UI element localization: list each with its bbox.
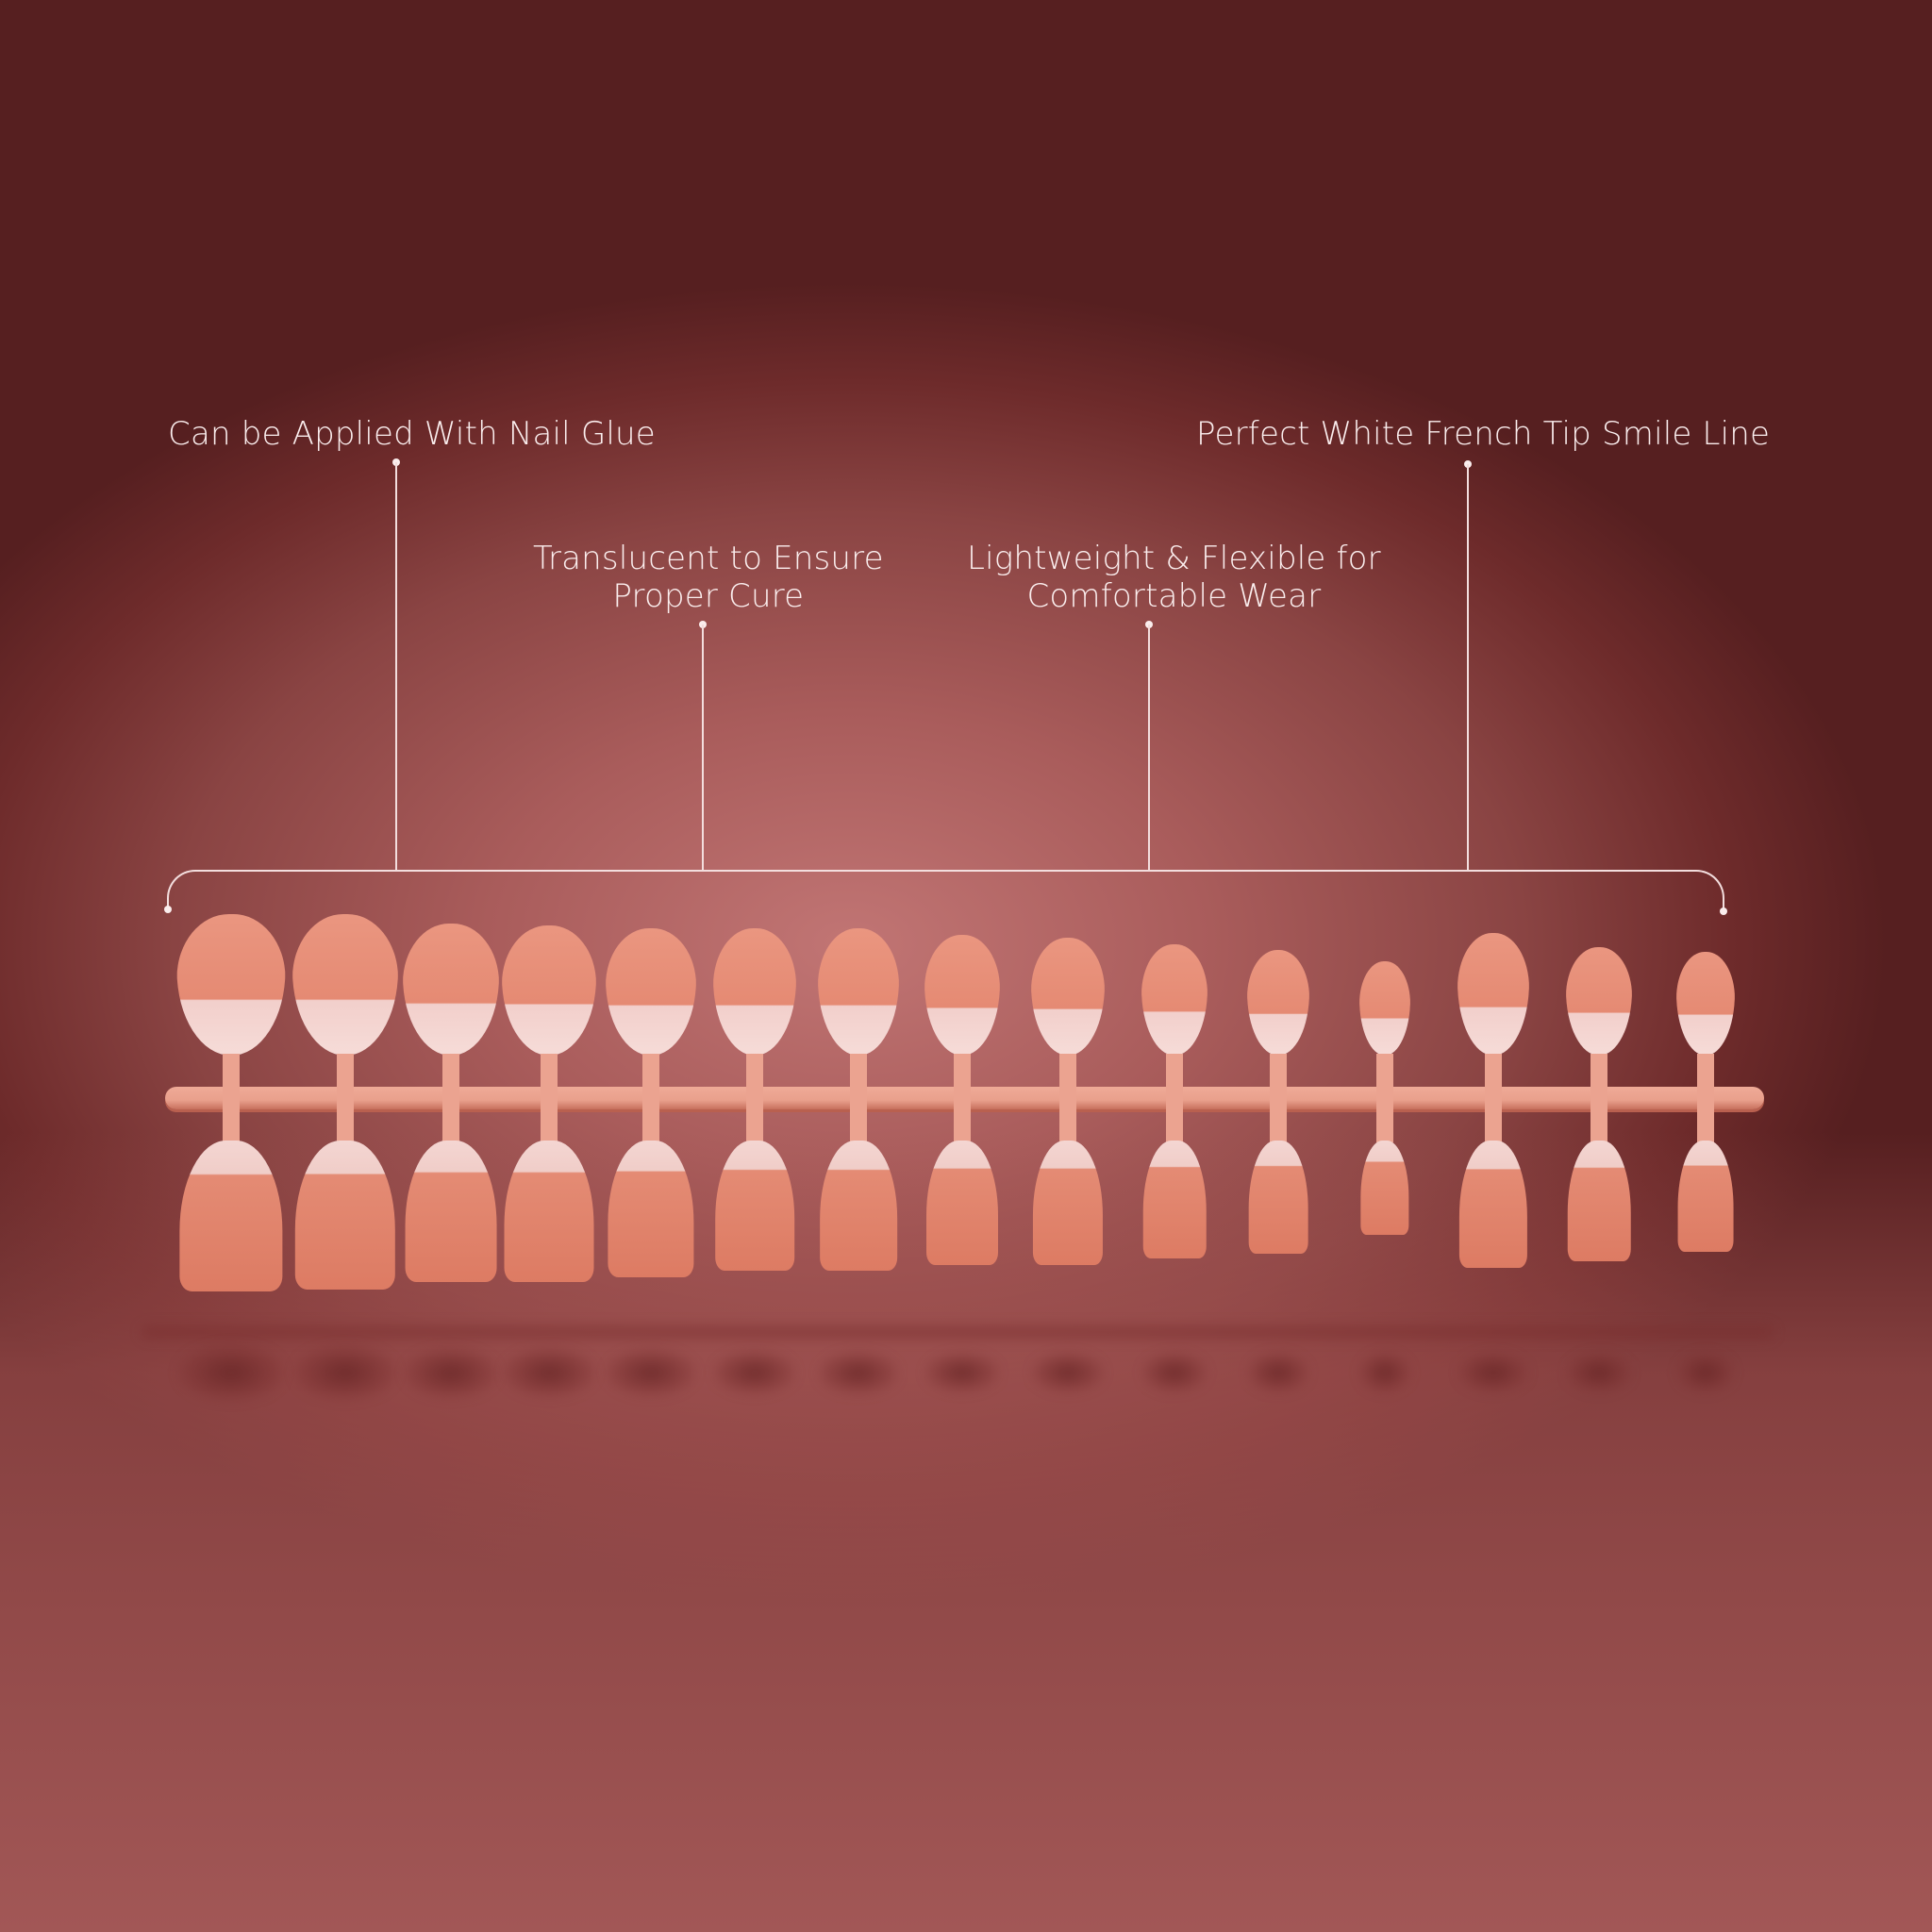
callout-lightweight-line-1: Lightweight & Flexible for (967, 540, 1381, 577)
nail-bottom-3 (405, 1141, 497, 1282)
nail-top-5 (606, 928, 696, 1056)
nail-stalk-1 (223, 1054, 240, 1142)
nail-top-2 (292, 914, 398, 1056)
nail-shadow-12 (1360, 1354, 1409, 1391)
nail-shadow-2 (294, 1346, 396, 1399)
nail-stalk-6 (746, 1054, 763, 1142)
nail-stalk-7 (850, 1054, 867, 1142)
callout-translucent-line-1: Translucent to Ensure (533, 540, 884, 577)
nail-bottom-7 (820, 1141, 897, 1271)
nail-top-1 (176, 914, 286, 1056)
nail-top-3 (403, 924, 499, 1056)
nail-bottom-15 (1677, 1141, 1734, 1252)
callout-translucent-stem (702, 625, 704, 871)
nail-top-4 (502, 925, 596, 1056)
nail-shadow-13 (1458, 1354, 1528, 1391)
callout-lightweight-line-2: Comfortable Wear (1026, 577, 1322, 615)
nail-shadow-6 (715, 1352, 794, 1393)
nail-shadow-7 (820, 1352, 897, 1393)
callout-glue-stem (395, 462, 397, 871)
nail-bottom-11 (1248, 1141, 1308, 1254)
nail-top-8 (924, 935, 1000, 1056)
callout-lightweight-label: Lightweight & Flexible for Comfortable W… (967, 540, 1381, 615)
nail-top-13 (1457, 933, 1529, 1056)
nail-shadow-15 (1677, 1354, 1734, 1391)
nail-bottom-9 (1032, 1141, 1104, 1265)
nail-top-14 (1566, 947, 1632, 1056)
nail-stalk-10 (1166, 1054, 1183, 1142)
nail-stalk-11 (1270, 1054, 1287, 1142)
nail-stalk-5 (642, 1054, 659, 1142)
nail-stalk-9 (1059, 1054, 1076, 1142)
nail-stalk-8 (954, 1054, 971, 1142)
nail-stalk-3 (442, 1054, 459, 1142)
callout-french-tip-stem (1467, 464, 1469, 871)
bracket-right-corner (1694, 870, 1724, 909)
nail-top-6 (713, 928, 796, 1056)
nail-bottom-2 (294, 1141, 396, 1290)
rail-shadow (142, 1325, 1774, 1339)
nail-shadow-10 (1142, 1354, 1207, 1391)
nail-top-15 (1676, 952, 1735, 1056)
nail-bottom-13 (1458, 1141, 1528, 1268)
callout-french-tip-label: Perfect White French Tip Smile Line (1196, 415, 1771, 453)
callout-translucent-label: Translucent to Ensure Proper Cure (533, 540, 884, 615)
nail-shadow-9 (1032, 1354, 1104, 1391)
callout-lightweight-stem (1148, 625, 1150, 871)
nail-stalk-4 (541, 1054, 558, 1142)
bracket-right-dot (1720, 908, 1727, 915)
nail-bottom-12 (1360, 1141, 1409, 1235)
nail-bottom-8 (926, 1141, 998, 1265)
nail-shadow-14 (1567, 1354, 1631, 1391)
bracket-left-dot (164, 906, 172, 913)
nail-bottom-5 (608, 1141, 694, 1277)
nail-bottom-10 (1142, 1141, 1207, 1258)
nail-shadow-8 (926, 1354, 998, 1391)
nail-top-10 (1141, 944, 1208, 1056)
nail-top-9 (1031, 938, 1105, 1056)
nail-stalk-13 (1485, 1054, 1502, 1142)
nail-shadow-11 (1248, 1354, 1308, 1391)
nail-shadow-5 (608, 1350, 694, 1395)
callout-translucent-line-2: Proper Cure (612, 577, 805, 615)
nail-bottom-1 (179, 1141, 283, 1291)
nail-shadow-1 (179, 1345, 283, 1400)
bracket-line (196, 870, 1696, 872)
bracket-left-corner (167, 870, 197, 909)
nail-top-11 (1247, 950, 1309, 1056)
nail-stalk-2 (337, 1054, 354, 1142)
nail-bottom-14 (1567, 1141, 1631, 1261)
nail-top-12 (1359, 961, 1410, 1056)
nail-bottom-6 (715, 1141, 794, 1271)
callout-glue-label: Can be Applied With Nail Glue (168, 415, 656, 453)
nail-stalk-12 (1376, 1054, 1393, 1142)
nail-stalk-14 (1591, 1054, 1607, 1142)
nail-shadow-4 (504, 1349, 594, 1396)
nail-shadow-3 (405, 1348, 497, 1397)
nail-top-7 (818, 928, 899, 1056)
nail-bottom-4 (504, 1141, 594, 1282)
nail-stalk-15 (1697, 1054, 1714, 1142)
